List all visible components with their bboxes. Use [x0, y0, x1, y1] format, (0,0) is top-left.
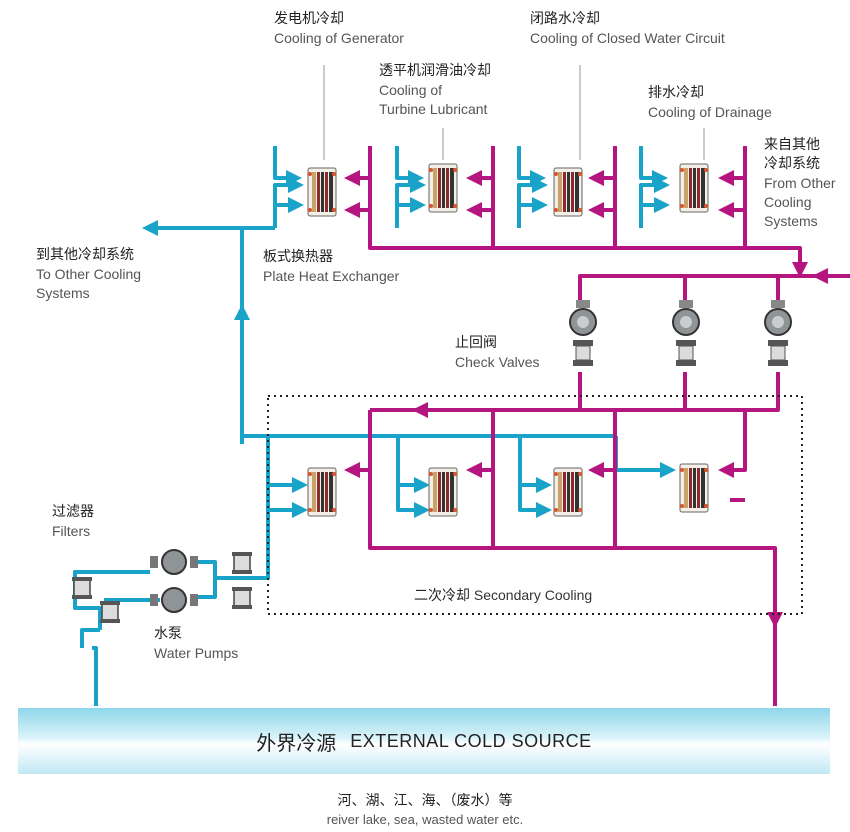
check-valve-icon: [569, 299, 597, 367]
from-other-en-3: Systems: [764, 213, 818, 229]
plate-heat-exchanger-closed-water: [553, 167, 583, 217]
secondary-cooling-en: Secondary Cooling: [473, 587, 593, 603]
check-valves-en: Check Valves: [455, 354, 540, 370]
footer-zh: 河、湖、江、海、（废水）等: [337, 793, 513, 809]
turbine-cooling-en-1: Cooling of: [379, 82, 443, 98]
plate-heat-exchanger-secondary-2: [428, 467, 458, 517]
to-other-en-1: To Other Cooling: [36, 266, 142, 282]
plate-heat-exchanger-drainage: [679, 163, 709, 213]
check-valves-label: 止回阀 Check Valves: [455, 334, 540, 372]
cold-source-zh: 外界冷源: [256, 730, 337, 755]
hot-water-pipes: [344, 146, 850, 706]
secondary-cooling-zh: 二次冷却: [414, 588, 470, 604]
secondary-cooling-label: 二次冷却 Secondary Cooling: [414, 586, 592, 606]
turbine-lubricant-cooling-label: 透平机润滑油冷却 Cooling of Turbine Lubricant: [379, 62, 491, 119]
water-pumps-en: Water Pumps: [154, 645, 239, 661]
valve-icon: [231, 586, 253, 610]
generator-cooling-zh: 发电机冷却: [274, 11, 344, 27]
plate-heat-exchanger-secondary-1: [307, 467, 337, 517]
filters-en: Filters: [52, 523, 91, 539]
water-pumps-zh: 水泵: [154, 626, 182, 642]
from-other-zh-2: 冷却系统: [764, 156, 820, 172]
from-other-systems-label: 来自其他 冷却系统 From Other Cooling Systems: [764, 136, 836, 231]
check-valve-icon: [764, 299, 792, 367]
check-valve-icon: [672, 299, 700, 367]
check-valves-zh: 止回阀: [455, 335, 497, 351]
plate-heat-exchanger-generator: [307, 167, 337, 217]
generator-cooling-en: Cooling of Generator: [274, 30, 404, 46]
to-other-systems-label: 到其他冷却系统 To Other Cooling Systems: [36, 246, 141, 303]
closed-water-cooling-zh: 闭路水冷却: [530, 11, 600, 27]
turbine-cooling-en-2: Turbine Lubricant: [379, 101, 488, 117]
from-other-en-2: Cooling: [764, 194, 812, 210]
from-other-en-1: From Other: [764, 175, 836, 191]
drainage-cooling-en: Cooling of Drainage: [648, 104, 772, 120]
generator-cooling-label: 发电机冷却 Cooling of Generator: [274, 10, 404, 48]
drainage-cooling-label: 排水冷却 Cooling of Drainage: [648, 84, 772, 122]
from-other-zh-1: 来自其他: [764, 137, 820, 153]
cold-water-pipes: [73, 146, 676, 706]
to-other-en-2: Systems: [36, 285, 90, 301]
cold-source-en: EXTERNAL COLD SOURCE: [350, 730, 592, 751]
valve-icon: [231, 551, 253, 575]
filters-zh: 过滤器: [52, 504, 94, 520]
plate-hx-en: Plate Heat Exchanger: [263, 268, 400, 284]
plate-heat-exchanger-secondary-3: [553, 467, 583, 517]
plate-heat-exchanger-label: 板式换热器 Plate Heat Exchanger: [263, 248, 399, 286]
filters-label: 过滤器 Filters: [52, 503, 94, 541]
closed-water-cooling-en: Cooling of Closed Water Circuit: [530, 30, 725, 46]
filter-icon: [71, 576, 93, 600]
filter-icon: [99, 600, 121, 624]
plate-heat-exchanger-turbine: [428, 163, 458, 213]
external-cold-source-banner: 外界冷源 EXTERNAL COLD SOURCE: [18, 708, 830, 774]
secondary-cooling-boundary: [267, 395, 803, 615]
turbine-cooling-zh: 透平机润滑油冷却: [379, 63, 491, 79]
plate-hx-zh: 板式换热器: [263, 249, 333, 265]
water-pump-icon: [149, 549, 199, 575]
plate-heat-exchanger-secondary-4: [679, 463, 709, 513]
to-other-zh: 到其他冷却系统: [36, 247, 134, 263]
water-pump-icon: [149, 587, 199, 613]
drainage-cooling-zh: 排水冷却: [648, 85, 704, 101]
closed-water-cooling-label: 闭路水冷却 Cooling of Closed Water Circuit: [530, 10, 725, 48]
footer-en: reiver lake, sea, wasted water etc.: [326, 812, 524, 827]
water-pumps-label: 水泵 Water Pumps: [154, 625, 238, 663]
